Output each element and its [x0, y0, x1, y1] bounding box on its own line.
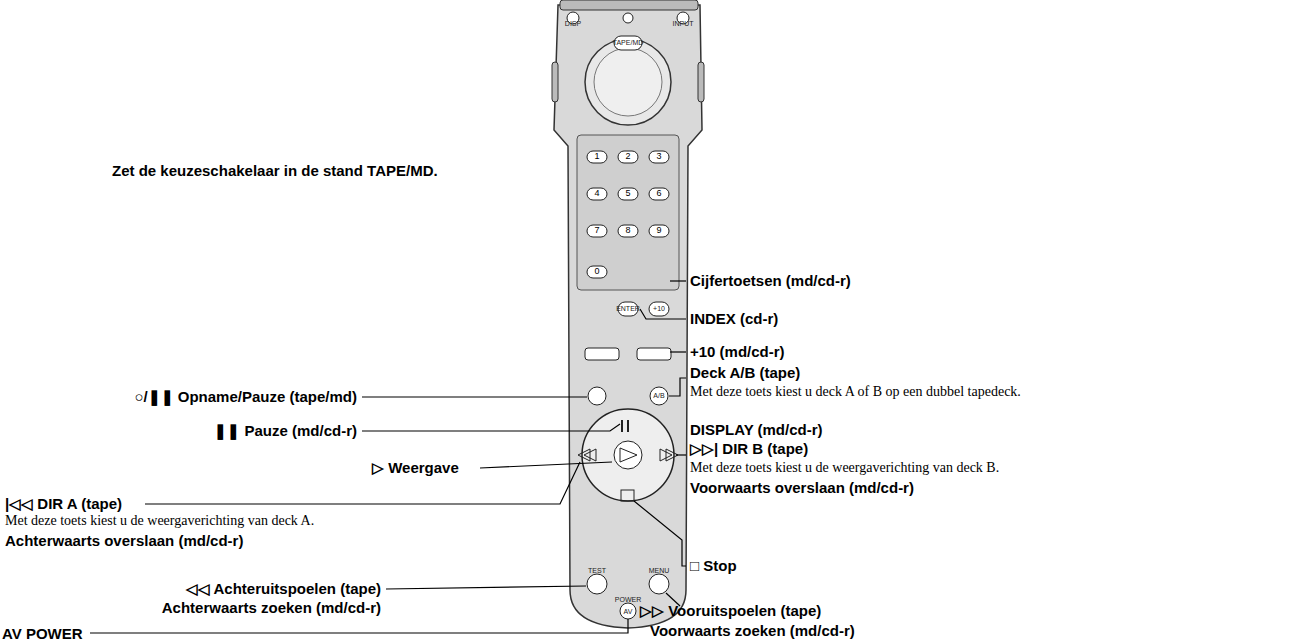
button-label: POWER — [615, 596, 641, 604]
button-label: 6 — [656, 188, 661, 199]
button-label: MENU — [649, 567, 670, 575]
callout-label: AV POWER — [2, 625, 83, 642]
button-label: 2 — [625, 151, 630, 162]
button-label: DISP — [565, 20, 581, 28]
button-label: 8 — [625, 225, 630, 236]
button-label: 5 — [625, 188, 630, 199]
button-label: 7 — [594, 225, 599, 236]
button-label: 9 — [656, 225, 661, 236]
callout-label: ❚❚ Pauze (md/cd-r) — [214, 422, 357, 440]
button-label: 3 — [656, 151, 661, 162]
button-label: A/B — [653, 392, 664, 400]
callout-label: ▷▷ Vooruitspoelen (tape) — [640, 602, 821, 620]
callout-label: ▷ Weergave — [372, 459, 459, 477]
callout-label: Deck A/B (tape) — [690, 364, 800, 382]
button-label: TAPE/MD — [613, 39, 644, 47]
callout-label: □ Stop — [690, 557, 737, 575]
callout-label: +10 (md/cd-r) — [690, 343, 785, 361]
callout-label: Zet de keuzeschakelaar in de stand TAPE/… — [112, 162, 312, 180]
button-label: 0 — [594, 266, 599, 277]
description-text: Met deze toets kiest u de weergaverichti… — [5, 513, 565, 530]
callout-label: DISPLAY (md/cd-r) — [690, 421, 823, 439]
callout-label: Voorwaarts zoeken (md/cd-r) — [650, 622, 855, 640]
callout-label: ▷▷| DIR B (tape) — [690, 440, 808, 458]
callout-label: Voorwaarts overslaan (md/cd-r) — [690, 479, 914, 497]
button-label: TEST — [588, 567, 606, 575]
button-label: 4 — [594, 188, 599, 199]
button-label: INPUT — [673, 20, 694, 28]
callout-label: Cijfertoetsen (md/cd-r) — [690, 272, 851, 290]
callout-label: ○/❚❚ Opname/Pauze (tape/md) — [134, 388, 357, 406]
description-text: Met deze toets kiest u de weergaverichti… — [690, 460, 1250, 477]
callout-label: INDEX (cd-r) — [690, 310, 778, 328]
button-label: 1 — [594, 151, 599, 162]
callout-label: ◁◁ Achteruitspoelen (tape) — [186, 580, 381, 598]
callout-label: Achterwaarts overslaan (md/cd-r) — [5, 532, 243, 550]
callout-label: Achterwaarts zoeken (md/cd-r) — [162, 599, 381, 617]
button-label: +10 — [653, 305, 665, 313]
description-text: Met deze toets kiest u deck A of B op ee… — [690, 384, 1120, 401]
callout-label: |◁◁ DIR A (tape) — [5, 495, 122, 513]
button-label: ENTER — [616, 305, 640, 313]
button-label: AV — [624, 608, 633, 616]
